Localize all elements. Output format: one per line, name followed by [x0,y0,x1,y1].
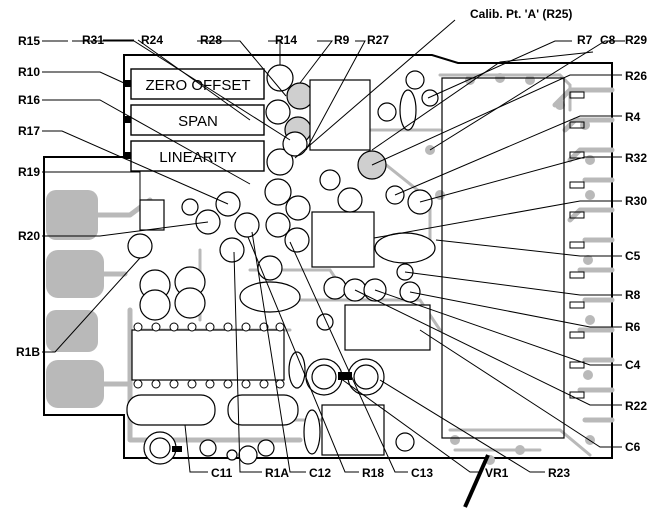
label-r29: R29 [625,33,647,47]
label-r27: R27 [367,33,389,47]
label-r19: R19 [18,165,40,179]
label-c11: C11 [211,466,233,480]
linearity-label: LINEARITY [159,149,237,166]
label-r31: R31 [82,33,104,47]
zero-offset-pot: ZERO OFFSET [124,68,265,100]
zero-offset-label: ZERO OFFSET [146,77,251,94]
label-r1a: R1A [265,466,289,480]
label-r15: R15 [18,34,40,48]
output-connector [441,77,565,439]
copper-traces [46,73,615,465]
label-c6: C6 [625,440,641,454]
label-r10: R10 [18,65,40,79]
label-r23: R23 [548,466,570,480]
span-pot: SPAN [124,104,265,136]
calib-point-label: Calib. Pt. 'A' (R25) [470,7,572,21]
label-r6: R6 [625,320,641,334]
linearity-pot: LINEARITY [124,140,265,172]
label-r22: R22 [625,399,647,413]
label-r4: R4 [625,110,641,124]
label-r24: R24 [141,33,163,47]
label-r30: R30 [625,194,647,208]
label-c12: C12 [309,466,331,480]
label-c8: C8 [600,33,616,47]
label-c4: C4 [625,358,641,372]
label-r8: R8 [625,288,641,302]
label-c5: C5 [625,249,641,263]
label-r9: R9 [334,33,350,47]
label-r1b: R1B [16,345,40,359]
span-label: SPAN [178,113,218,130]
label-r17: R17 [18,124,40,138]
label-r20: R20 [18,229,40,243]
label-r16: R16 [18,93,40,107]
label-r32: R32 [625,151,647,165]
label-r14: R14 [275,33,297,47]
label-r28: R28 [200,33,222,47]
label-r26: R26 [625,69,647,83]
label-r18: R18 [362,466,384,480]
label-c13: C13 [411,466,433,480]
label-vr1: VR1 [485,466,509,480]
label-r7: R7 [577,33,593,47]
leader-lines [42,19,625,508]
